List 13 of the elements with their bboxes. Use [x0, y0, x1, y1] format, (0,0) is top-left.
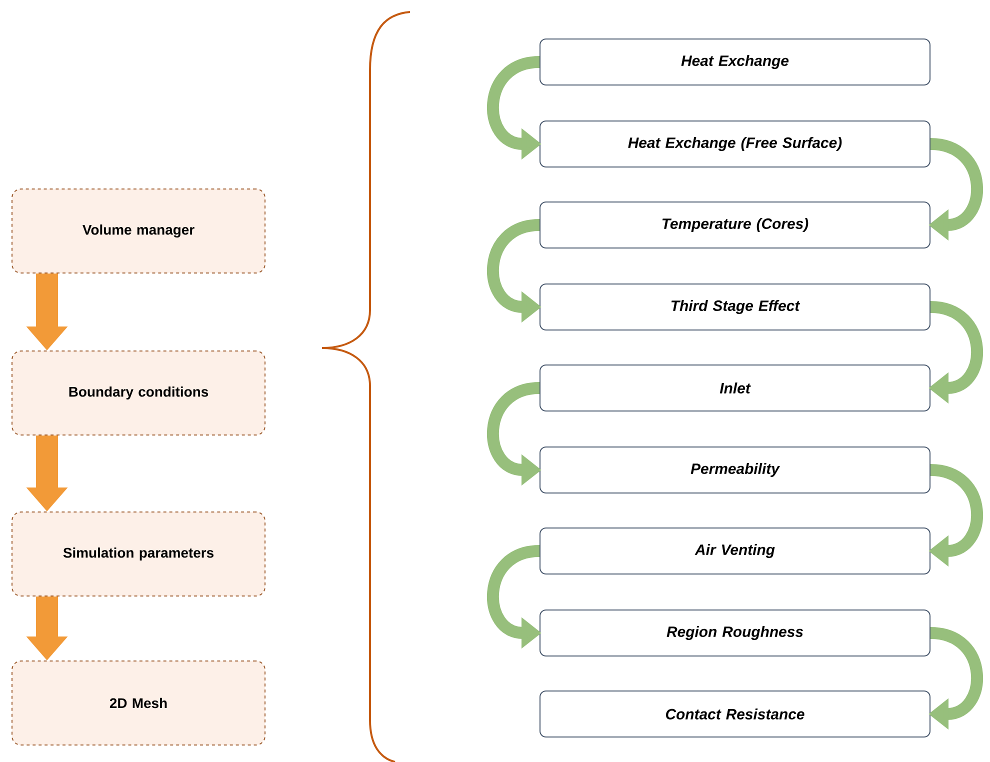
step-box: Volume manager: [12, 188, 266, 274]
list-box: Temperature (Cores): [540, 202, 930, 248]
list-box: Permeability: [540, 446, 930, 494]
list-box: Heat Exchange: [540, 38, 930, 86]
list-box: Air Venting: [540, 528, 930, 574]
list-box: Region Roughness: [540, 610, 930, 656]
list-box: Inlet: [540, 364, 930, 412]
list-box: Third Stage Effect: [540, 284, 930, 330]
list-box: Contact Resistance: [540, 690, 930, 738]
step-box: 2D Mesh: [12, 660, 266, 746]
step-box: Boundary conditions: [12, 350, 266, 436]
step-box: Simulation parameters: [12, 512, 266, 596]
list-box: Heat Exchange (Free Surface): [540, 120, 930, 168]
